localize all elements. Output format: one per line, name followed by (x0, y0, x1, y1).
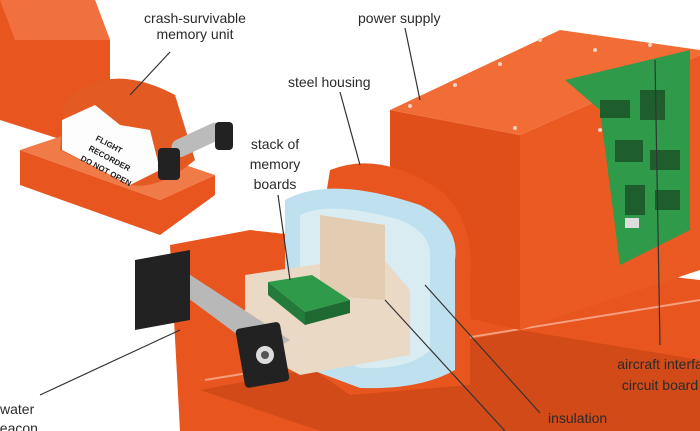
label-interface-board-line1: aircraft interfa (617, 356, 700, 372)
label-memory-unit-line2: memory unit (156, 26, 234, 42)
underwater-beacon (135, 250, 290, 388)
label-memory-boards-line1: stack of (250, 136, 300, 152)
label-power-supply: power supply (358, 10, 441, 26)
memory-boards-stack (268, 275, 350, 325)
label-interface-board: aircraft interfa circuit board (600, 354, 700, 396)
label-steel-housing: steel housing (288, 74, 371, 90)
label-water-beacon-line2: beacon (0, 420, 38, 431)
interface-circuit-board (565, 50, 690, 265)
label-water-beacon-line1: water (0, 401, 35, 417)
label-interface-board-line2: circuit board (621, 377, 699, 393)
crash-survivable-memory-unit: FLIGHT RECORDER DO NOT OPEN (20, 78, 233, 235)
label-memory-boards-line3: boards (253, 176, 297, 192)
label-insulation: insulation (548, 410, 608, 426)
leader-lines (39, 27, 661, 431)
label-memory-boards-line2: memory (249, 156, 301, 172)
label-water-beacon: water beacon (0, 400, 38, 431)
unit-label-plate (62, 105, 160, 185)
label-memory-unit: crash-survivable memory unit (130, 10, 260, 42)
label-memory-boards: stack of memory boards (240, 134, 310, 194)
label-memory-unit-line1: crash-survivable (144, 10, 246, 26)
